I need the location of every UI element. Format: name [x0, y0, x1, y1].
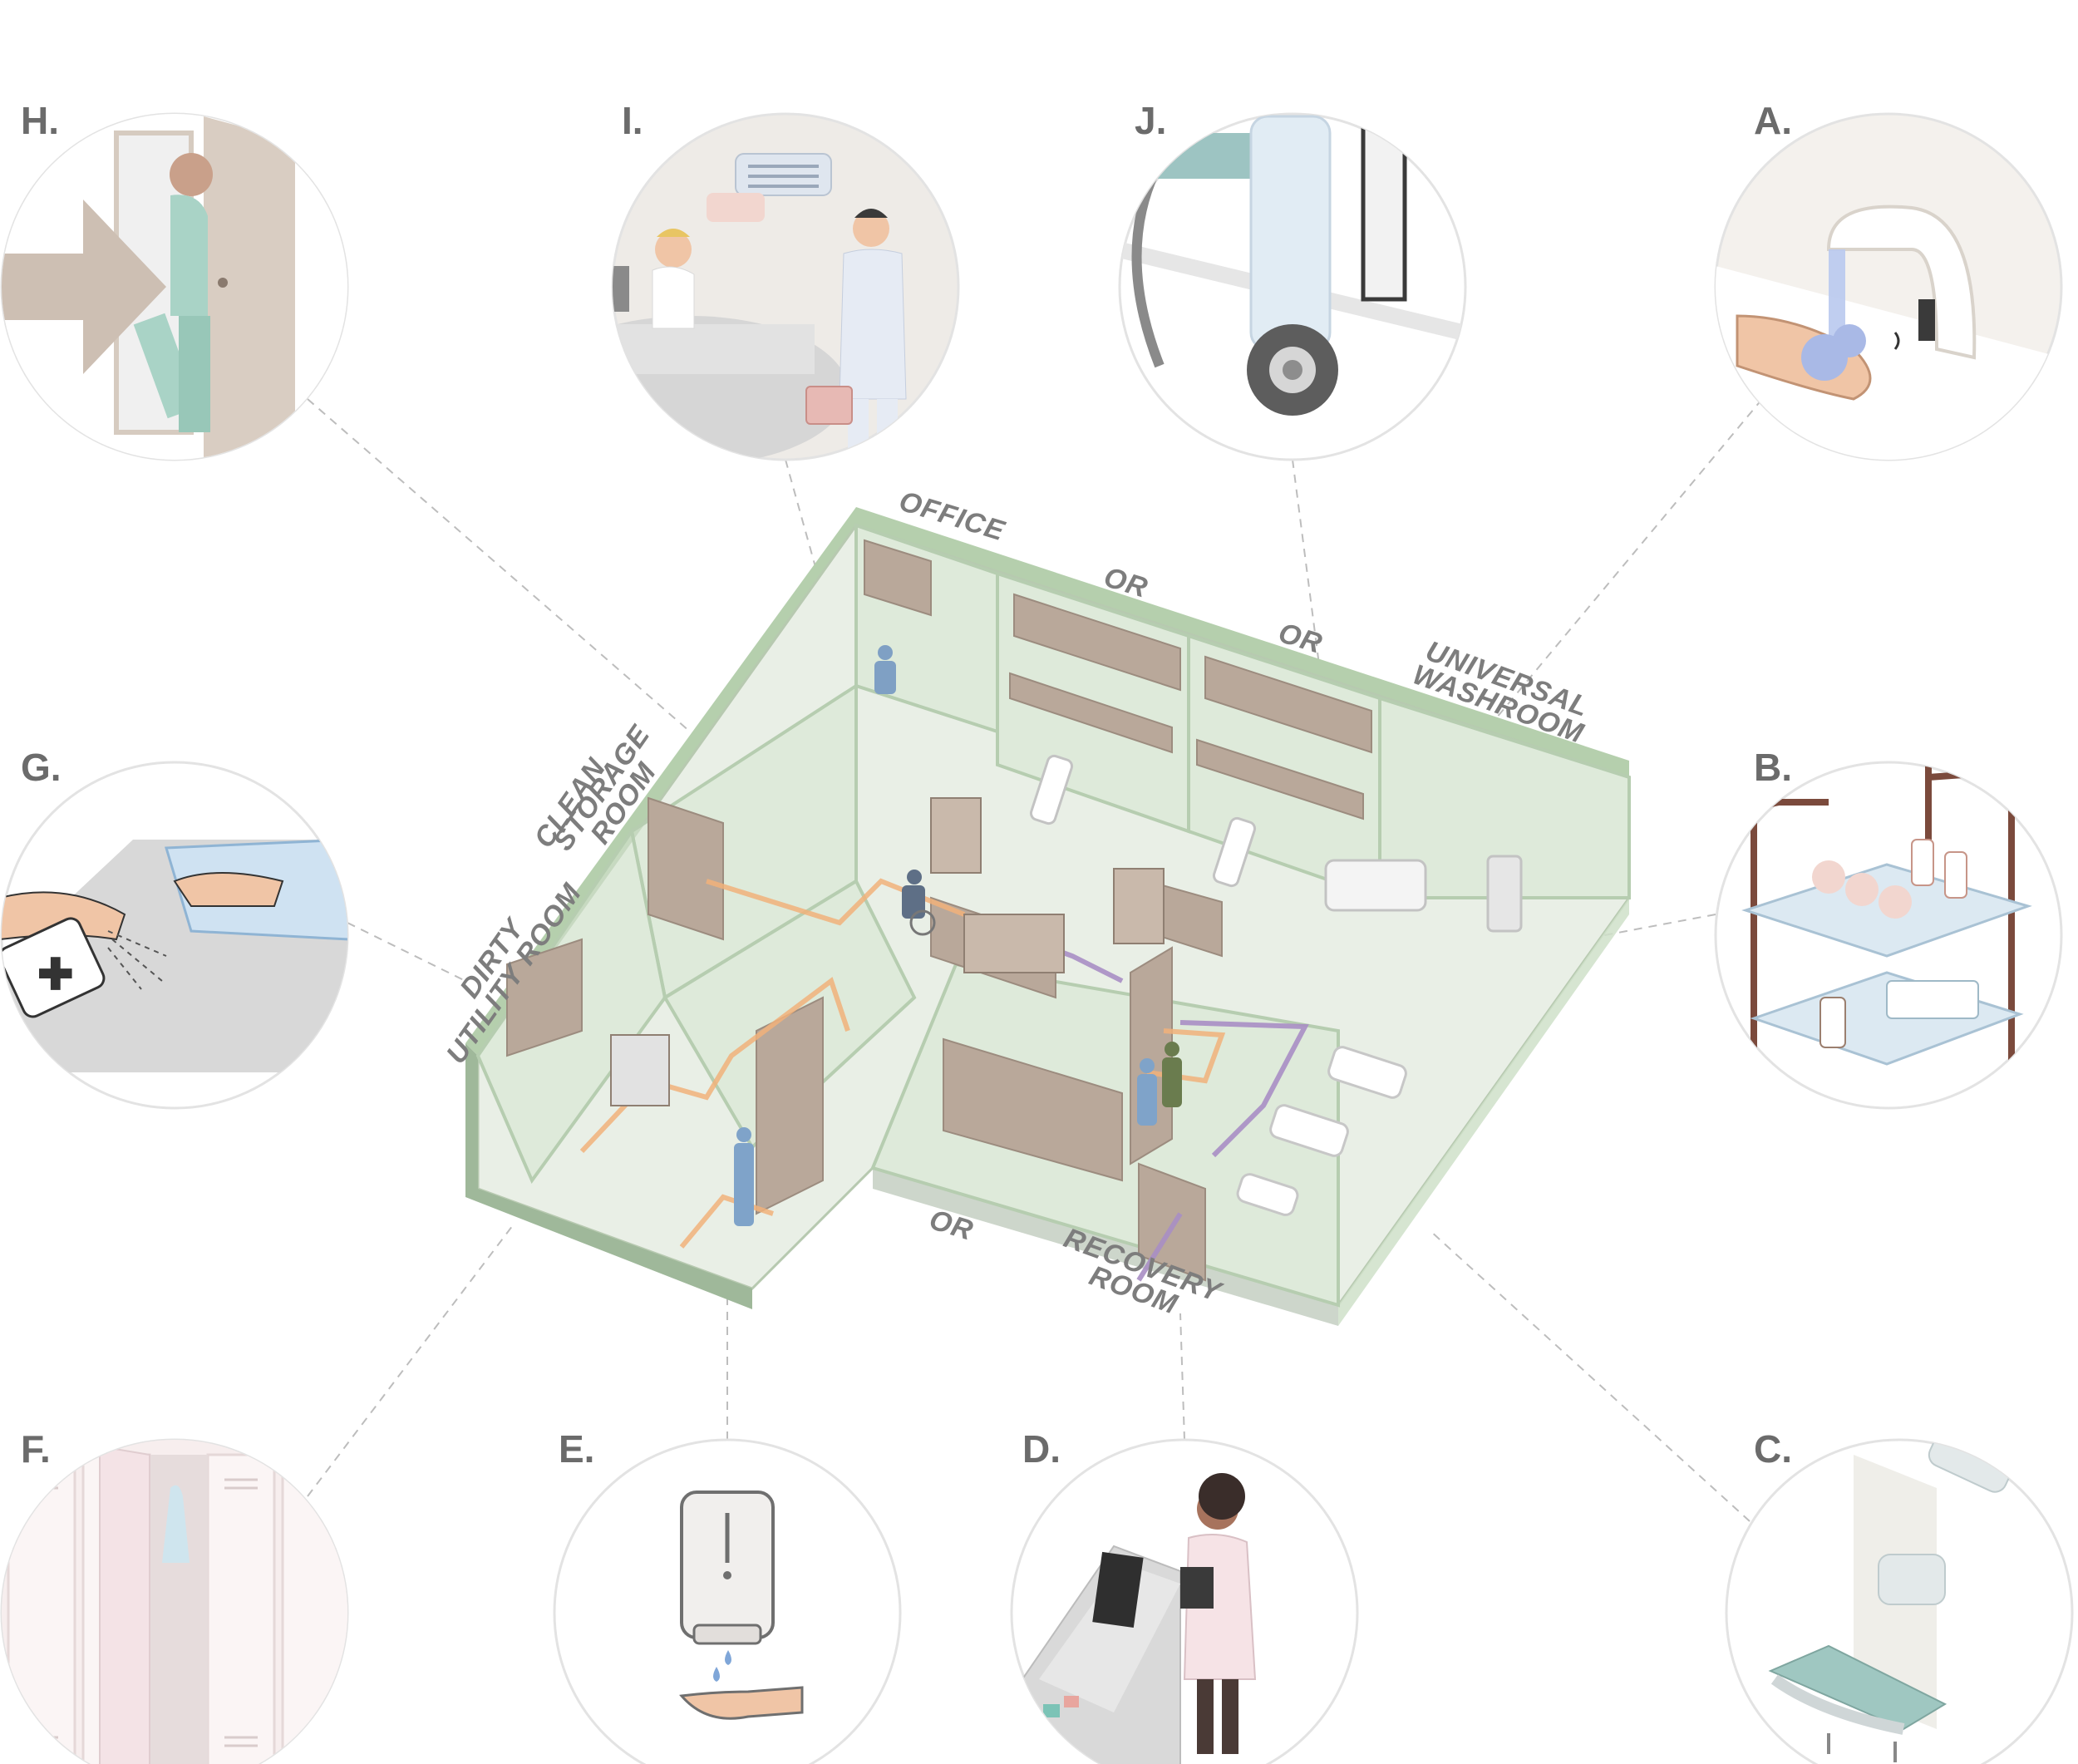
person-wheelchair-2	[902, 870, 936, 936]
person-staff-1	[1137, 1058, 1157, 1126]
leader-line-f	[307, 1221, 516, 1497]
callout-label-e: E.	[559, 1427, 595, 1471]
callout-d	[1010, 1438, 1359, 1764]
doors	[610, 797, 1165, 1106]
faucet-icon	[1826, 204, 1977, 360]
callout-g: ✚	[0, 761, 349, 1110]
people	[734, 645, 1182, 1226]
callout-label-c: C.	[1754, 1427, 1792, 1471]
wall-front-left	[465, 1043, 752, 1309]
callout-f	[0, 1438, 349, 1764]
callout-label-a: A.	[1754, 99, 1792, 142]
callout-e	[553, 1438, 902, 1764]
leader-line-h	[307, 398, 691, 732]
leader-line-a	[1429, 398, 1763, 799]
or-equipment	[1029, 754, 1523, 933]
callout-label-f: F.	[21, 1427, 51, 1471]
callout-label-g: G.	[21, 746, 62, 789]
callout-label-j: J.	[1135, 99, 1167, 142]
person-staff-corridor	[734, 1127, 754, 1226]
person-patient-wheelchair-1	[874, 645, 896, 694]
callout-a	[1714, 112, 2063, 461]
cross-icon: ✚	[37, 951, 74, 999]
callout-label-b: B.	[1754, 746, 1792, 789]
callout-label-i: I.	[622, 99, 643, 142]
floor-plan-model	[465, 507, 1631, 1326]
leader-line-g	[347, 922, 466, 982]
callout-h	[0, 112, 349, 461]
callout-label-h: H.	[21, 99, 59, 142]
arrow-icon	[2, 200, 166, 374]
callout-c	[1725, 1438, 2074, 1764]
callout-j	[1118, 112, 1467, 461]
partition-washroom	[1378, 696, 1631, 899]
person-staff-2	[1162, 1042, 1182, 1107]
wall-front-right	[873, 1168, 1338, 1326]
wall-left-band	[465, 507, 856, 1056]
leader-line-d	[1179, 1313, 1185, 1441]
callout-i	[611, 112, 960, 461]
callout-b	[1714, 761, 2063, 1110]
recovery-beds	[1236, 1046, 1407, 1216]
wall-right-face	[1338, 777, 1629, 1326]
callout-label-d: D.	[1022, 1427, 1061, 1471]
leader-line-c	[1429, 1229, 1751, 1522]
wall-top-band	[856, 507, 1629, 777]
